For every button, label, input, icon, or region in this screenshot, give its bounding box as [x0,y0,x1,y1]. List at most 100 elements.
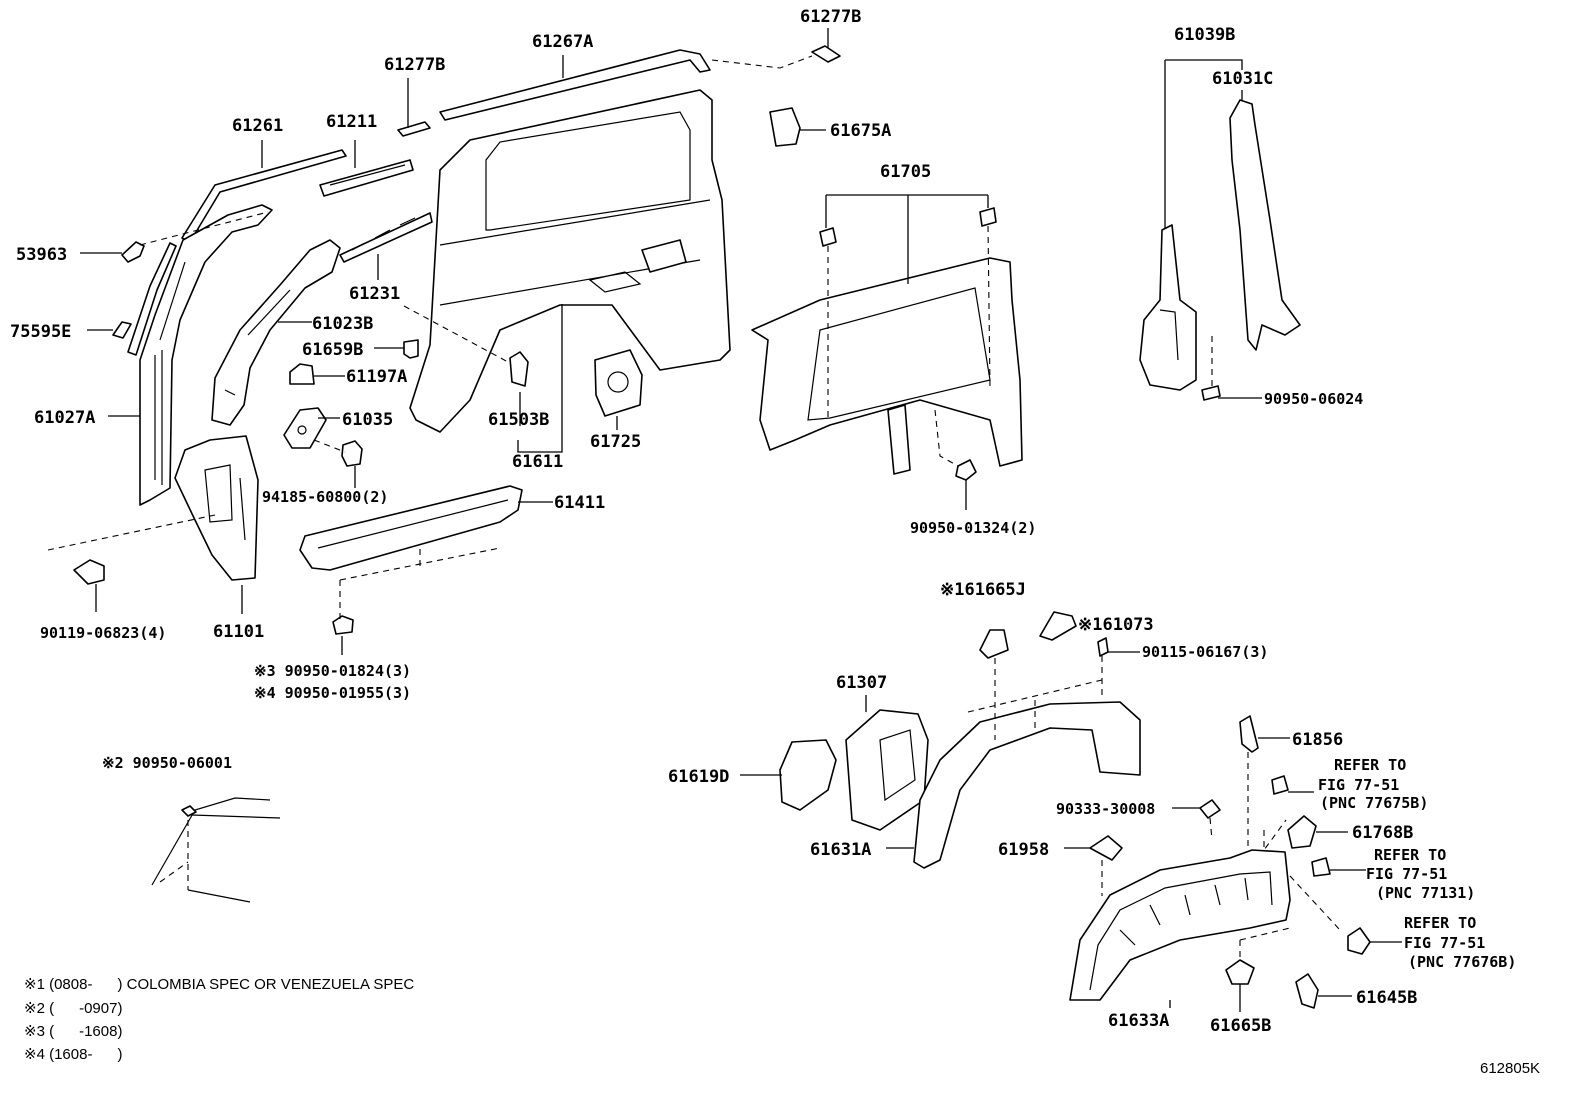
label-61031c: 61031C [1212,69,1273,89]
label-90950-01824: ※3 90950-01824(3) [254,662,411,680]
ref-77676b-line2: FIG 77-51 [1404,934,1485,952]
part-61665b-drawing [1225,959,1255,985]
part-61665j-drawing [979,629,1009,659]
label-61267a: 61267A [532,32,593,52]
part-90950-01824-drawing [332,615,354,635]
part-61611-drawing [409,89,731,433]
ref-77675b-line3: (PNC 77675B) [1320,794,1428,812]
part-61503b-drawing [509,351,529,387]
label-61633a: 61633A [1108,1011,1169,1031]
part-61631a-drawing [913,701,1141,869]
part-61768b-drawing [1287,815,1317,849]
part-61023b-drawing [211,239,341,426]
label-61856: 61856 [1292,730,1343,750]
label-61768b: 61768B [1352,823,1413,843]
footnote-2: ※2 ( -0907) [24,1000,122,1017]
part-61031c-drawing [1229,99,1301,351]
part-61039b-drawing [1139,224,1197,391]
label-61039b: 61039B [1174,25,1235,45]
part-61267a-drawing [439,49,711,121]
inset-90950-06001-drawing [151,797,281,903]
footnote-3: ※3 ( -1608) [24,1023,122,1040]
ref-77675b-line2: FIG 77-51 [1318,776,1399,794]
part-61211-drawing [319,159,414,197]
label-90950-01955: ※4 90950-01955(3) [254,684,411,702]
label-61675a: 61675A [830,121,891,141]
part-61856-drawing [1239,715,1259,753]
ref-77675b-line1: REFER TO [1334,756,1406,774]
part-61231-drawing [339,212,433,263]
label-90950-06001: ※2 90950-06001 [102,754,232,772]
part-61073-drawing [1039,611,1077,641]
label-90333: 90333-30008 [1056,800,1155,818]
part-53963-drawing [121,241,145,263]
ref-clip-77675b-drawing [1271,775,1289,795]
label-61411: 61411 [554,493,605,513]
part-90115-drawing [1097,637,1109,657]
label-61958: 61958 [998,840,1049,860]
label-61705: 61705 [880,162,931,182]
label-61619d: 61619D [668,767,729,787]
ref-77131-line1: REFER TO [1374,846,1446,864]
label-61725: 61725 [590,432,641,452]
label-61023b: 61023B [312,314,373,334]
part-61101-drawing [174,435,259,581]
footnote-4: ※4 (1608- ) [24,1046,122,1063]
label-53963: 53963 [16,245,67,265]
part-90950-06024-drawing [1201,385,1221,401]
label-61035: 61035 [342,410,393,430]
label-61645b: 61645B [1356,988,1417,1008]
label-61659b: 61659B [302,340,363,360]
part-61645b-drawing [1295,973,1319,1009]
label-61197a: 61197A [346,367,407,387]
footnote-1: ※1 (0808- ) COLOMBIA SPEC OR VENEZUELA S… [24,976,414,993]
label-90115: 90115-06167(3) [1142,643,1268,661]
label-61101: 61101 [213,622,264,642]
ref-clip-77676b-drawing [1347,927,1371,955]
part-61197a-drawing [289,363,315,385]
label-61211: 61211 [326,112,377,132]
ref-77131-line2: FIG 77-51 [1366,865,1447,883]
part-61675a-drawing [769,107,801,147]
part-75595e-drawing [112,321,132,339]
label-61277b-top: 61277B [800,7,861,27]
part-90333-drawing [1199,799,1221,819]
part-61725-drawing [594,349,643,417]
part-61411-drawing [299,485,523,571]
part-61277b-top-drawing [811,45,841,63]
label-75595e: 75595E [10,322,71,342]
label-90119: 90119-06823(4) [40,624,166,642]
label-61231: 61231 [349,284,400,304]
label-61665j: ※161665J [940,580,1026,600]
part-61027a-drawing [139,204,273,506]
part-61958-drawing [1089,835,1123,861]
label-61503b: 61503B [488,410,549,430]
label-61665b: 61665B [1210,1016,1271,1036]
label-90950-01324: 90950-01324(2) [910,519,1036,537]
part-61277b-drawing [397,121,431,137]
part-94185-drawing [341,440,363,467]
part-61261-drawing [127,149,347,356]
part-61035-drawing [283,407,327,449]
ref-77131-line3: (PNC 77131) [1376,884,1475,902]
part-61705-drawing [751,207,1023,481]
label-94185: 94185-60800(2) [262,488,388,506]
label-61073: ※161073 [1078,615,1154,635]
label-61631a: 61631A [810,840,871,860]
label-61261: 61261 [232,116,283,136]
label-90950-06024: 90950-06024 [1264,390,1363,408]
label-61277b: 61277B [384,55,445,75]
label-61027a: 61027A [34,408,95,428]
part-61619d-drawing [779,739,837,811]
label-61611: 61611 [512,452,563,472]
diagram-id: 612805K [1480,1060,1540,1077]
ref-clip-77131-drawing [1311,857,1331,877]
part-61633a-drawing [1069,849,1291,1001]
ref-77676b-line3: (PNC 77676B) [1408,953,1516,971]
leader-lines [47,28,1402,1012]
part-90119-drawing [73,559,105,585]
part-61659b-drawing [403,339,419,359]
ref-77676b-line1: REFER TO [1404,914,1476,932]
label-61307: 61307 [836,673,887,693]
